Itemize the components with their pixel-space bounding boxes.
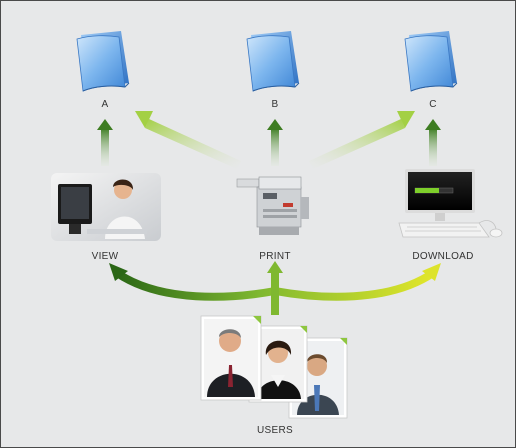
arrow-view-to-a [97,119,113,166]
arrow-download-to-c [425,119,441,166]
users-label: USERS [257,425,293,436]
folder-c-icon [404,31,458,92]
monitor-download-progress-icon [398,169,503,238]
print-label: PRINT [259,251,291,262]
download-label: DOWNLOAD [412,251,474,262]
view-label: VIEW [91,251,119,262]
folder-a-label: A [101,99,109,110]
folder-b-icon [246,31,300,92]
users-connector-arc [109,261,441,315]
arrow-print-to-b [267,119,283,166]
user-photo-1 [200,315,262,401]
arrow-print-to-a [135,111,241,169]
folder-a-icon [76,31,130,92]
folder-b-label: B [271,99,279,110]
computer-user-photo [51,173,161,241]
user-photos [200,315,348,419]
folder-c-label: C [429,99,437,110]
printer-photo [236,176,309,235]
arrow-print-to-c [309,111,415,169]
